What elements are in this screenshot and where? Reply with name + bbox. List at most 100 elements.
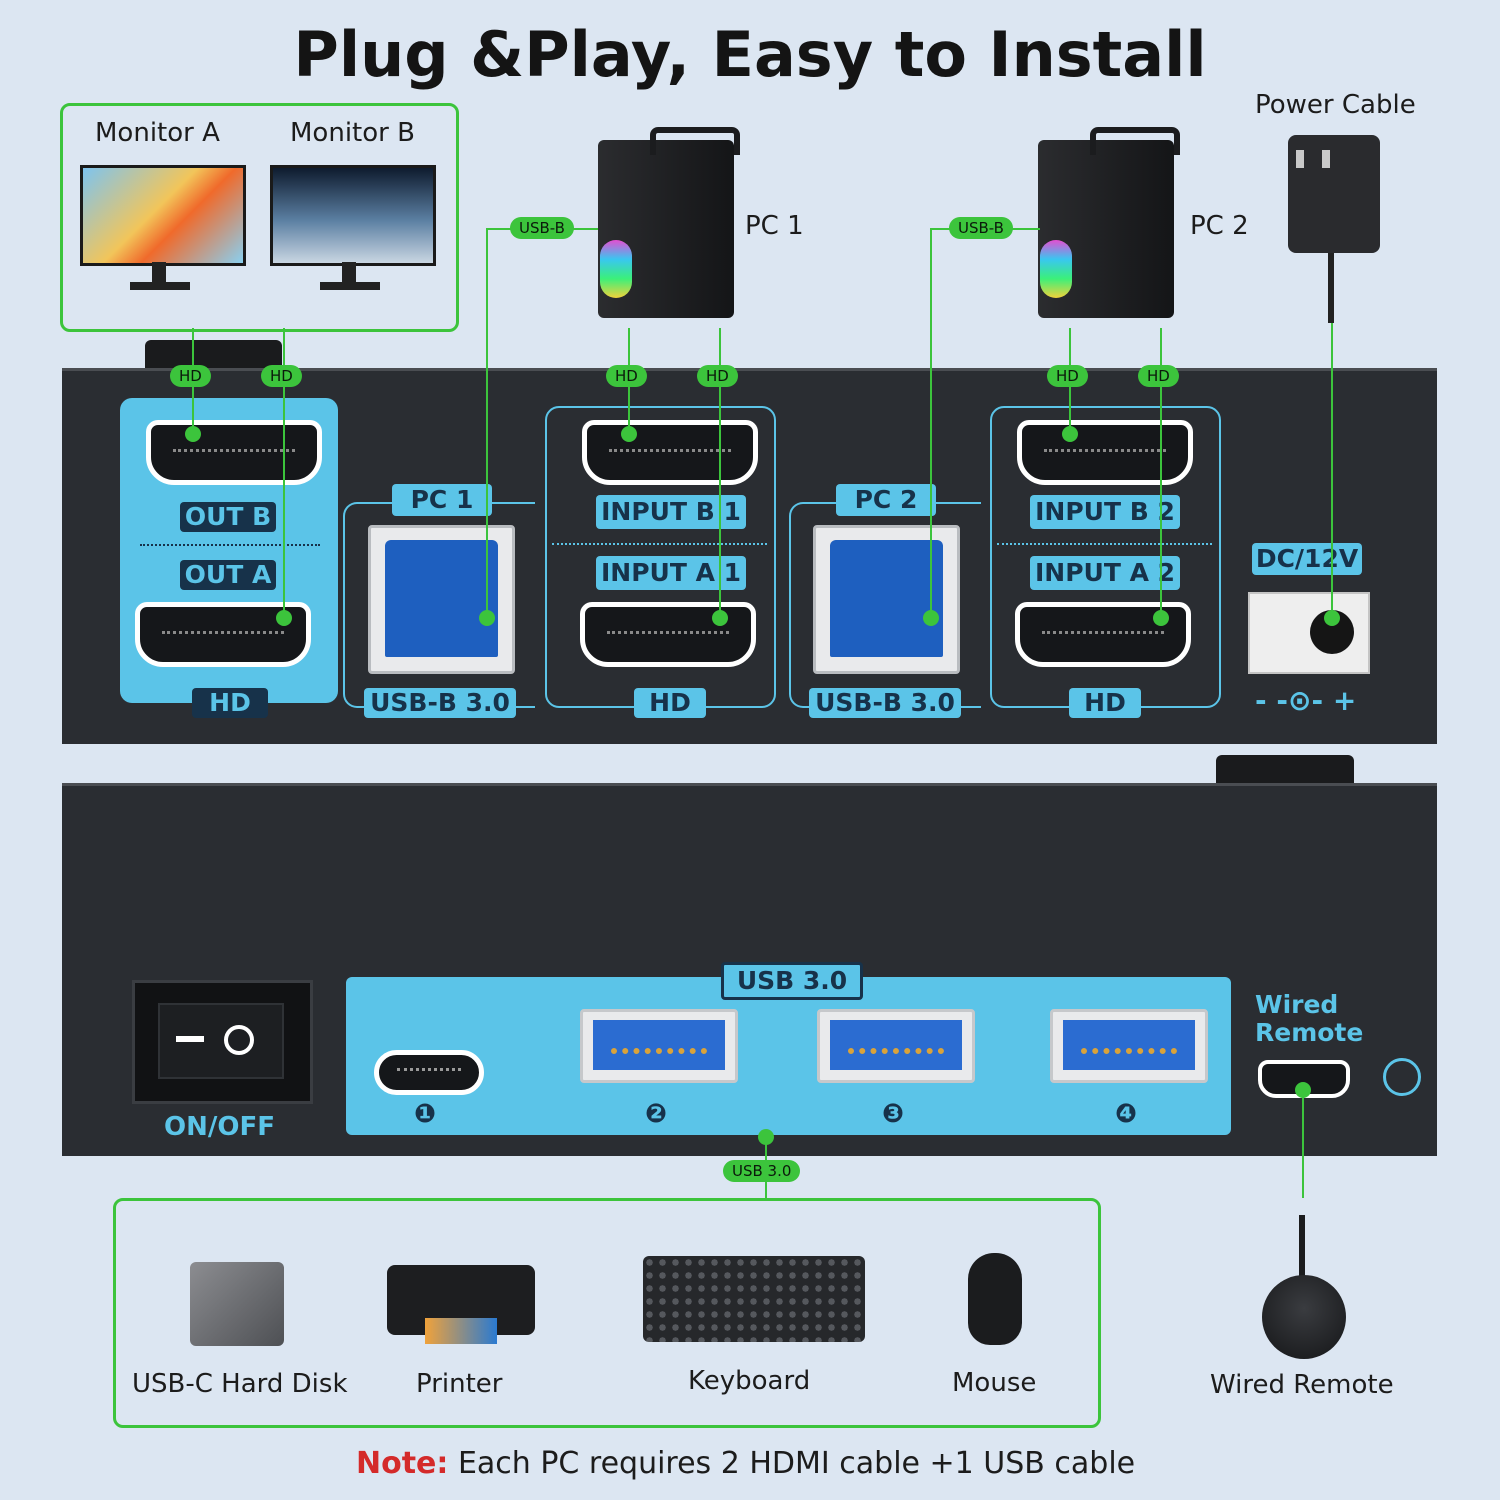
port-number-1: ❶ xyxy=(414,1099,437,1129)
cable-usb-b-pc1-v xyxy=(486,228,488,618)
cable-pc2-hd-a xyxy=(1160,328,1162,618)
hd-cable-tag: HD xyxy=(606,365,647,387)
hdmi-input-a1-port[interactable] xyxy=(580,602,756,667)
input-b2-tag: INPUT B 2 xyxy=(1030,495,1180,529)
pc1-usb-b-tag: USB-B 3.0 xyxy=(364,688,516,718)
pc1-tag: PC 1 xyxy=(392,484,492,516)
usb30-tag: USB 3.0 xyxy=(721,962,863,1000)
mouse-image xyxy=(968,1253,1022,1345)
pc2-label: PC 2 xyxy=(1190,211,1249,241)
out-hd-tag: HD xyxy=(192,688,268,718)
port-number-4: ❹ xyxy=(1115,1099,1138,1129)
monitor-b-label: Monitor B xyxy=(290,118,415,148)
cable-remote xyxy=(1302,1090,1304,1198)
pc1-hd-tag: HD xyxy=(634,688,706,718)
hd-cable-tag: HD xyxy=(1047,365,1088,387)
pc1-handle xyxy=(650,127,740,155)
monitor-b-stand xyxy=(342,262,356,282)
usb-b-cable-tag: USB-B xyxy=(949,217,1013,239)
port-number-3: ❸ xyxy=(882,1099,905,1129)
cable-endpoint xyxy=(1324,610,1340,626)
power-cord xyxy=(1328,253,1334,323)
wired-remote-image xyxy=(1262,1275,1346,1359)
usb30-cable-tag: USB 3.0 xyxy=(723,1160,801,1182)
remote-icon xyxy=(1383,1058,1421,1096)
device-label-printer: Printer xyxy=(416,1369,503,1399)
hd-cable-tag: HD xyxy=(697,365,738,387)
wired-remote-label: Wired Remote xyxy=(1210,1370,1394,1400)
usb-b-pc1-port[interactable] xyxy=(368,525,515,674)
remote-cord xyxy=(1299,1215,1305,1285)
pc1-fan xyxy=(600,240,632,298)
out-a-tag: OUT A xyxy=(180,560,276,590)
cable-endpoint xyxy=(758,1129,774,1145)
cable-endpoint xyxy=(185,426,201,442)
pc1-divider xyxy=(552,543,767,545)
cable-endpoint xyxy=(621,426,637,442)
page-title: Plug &Play, Easy to Install xyxy=(293,18,1207,91)
monitors-group xyxy=(60,103,459,332)
switch-off-mark xyxy=(176,1036,204,1042)
dc-tag: DC/12V xyxy=(1252,543,1362,575)
port-number-2: ❷ xyxy=(645,1099,668,1129)
cable-endpoint xyxy=(1062,426,1078,442)
usb-b-pc2-port[interactable] xyxy=(813,525,960,674)
input-b1-tag: INPUT B 1 xyxy=(596,495,746,529)
cable-out-a xyxy=(283,328,285,618)
pc2-fan xyxy=(1040,240,1072,298)
wired-remote-label-2: Remote xyxy=(1255,1018,1364,1047)
pc1-label: PC 1 xyxy=(745,211,804,241)
cable-endpoint xyxy=(479,610,495,626)
monitor-b-image xyxy=(270,165,436,266)
hd-cable-tag: HD xyxy=(261,365,302,387)
input-a1-tag: INPUT A 1 xyxy=(596,556,746,590)
monitor-a-base xyxy=(130,282,190,290)
pc2-usb-b-tag: USB-B 3.0 xyxy=(809,688,961,718)
polarity-symbol: - -⊙- + xyxy=(1255,684,1357,717)
out-b-tag: OUT B xyxy=(180,502,276,532)
usb-a-port-2[interactable] xyxy=(580,1009,738,1083)
usb-a-port-3[interactable] xyxy=(817,1009,975,1083)
power-cable-label: Power Cable xyxy=(1255,90,1416,120)
cable-endpoint xyxy=(923,610,939,626)
cable-endpoint xyxy=(276,610,292,626)
usb-c-port[interactable] xyxy=(374,1050,484,1095)
keyboard-image xyxy=(643,1256,865,1342)
input-a2-tag: INPUT A 2 xyxy=(1030,556,1180,590)
switch-on-mark xyxy=(224,1025,254,1055)
usb-devices-group xyxy=(113,1198,1101,1428)
hdmi-out-b-port[interactable] xyxy=(146,420,322,485)
output-divider xyxy=(140,544,320,546)
monitor-a-stand xyxy=(152,262,166,282)
usb-b-cable-tag: USB-B xyxy=(510,217,574,239)
note: Note: Each PC requires 2 HDMI cable +1 U… xyxy=(356,1446,1135,1481)
cable-pc1-hd-a xyxy=(719,328,721,618)
usb-a-port-4[interactable] xyxy=(1050,1009,1208,1083)
power-adapter-prong xyxy=(1322,150,1330,168)
on-off-label: ON/OFF xyxy=(164,1112,275,1142)
pc2-handle xyxy=(1090,127,1180,155)
hdmi-input-b1-port[interactable] xyxy=(582,420,758,485)
power-adapter-prong xyxy=(1296,150,1304,168)
device-label-keyboard: Keyboard xyxy=(688,1366,811,1396)
monitor-a-label: Monitor A xyxy=(95,118,220,148)
note-text: Each PC requires 2 HDMI cable +1 USB cab… xyxy=(448,1446,1136,1481)
cable-endpoint xyxy=(1295,1082,1311,1098)
hdmi-input-b2-port[interactable] xyxy=(1017,420,1193,485)
cable-power xyxy=(1331,323,1333,618)
device-label-hard-disk: USB-C Hard Disk xyxy=(132,1369,348,1399)
front-knob xyxy=(1216,755,1354,785)
monitor-a-image xyxy=(80,165,246,266)
cable-endpoint xyxy=(1153,610,1169,626)
note-prefix: Note: xyxy=(356,1446,449,1481)
hard-disk-image xyxy=(190,1262,284,1346)
monitor-b-base xyxy=(320,282,380,290)
hd-cable-tag: HD xyxy=(1138,365,1179,387)
cable-endpoint xyxy=(712,610,728,626)
pc2-hd-tag: HD xyxy=(1069,688,1141,718)
printer-paper xyxy=(425,1318,497,1344)
device-label-mouse: Mouse xyxy=(952,1368,1037,1398)
cable-usb-b-pc2-v xyxy=(930,228,932,618)
pc2-divider xyxy=(997,543,1212,545)
wired-remote-label-1: Wired xyxy=(1255,990,1339,1019)
